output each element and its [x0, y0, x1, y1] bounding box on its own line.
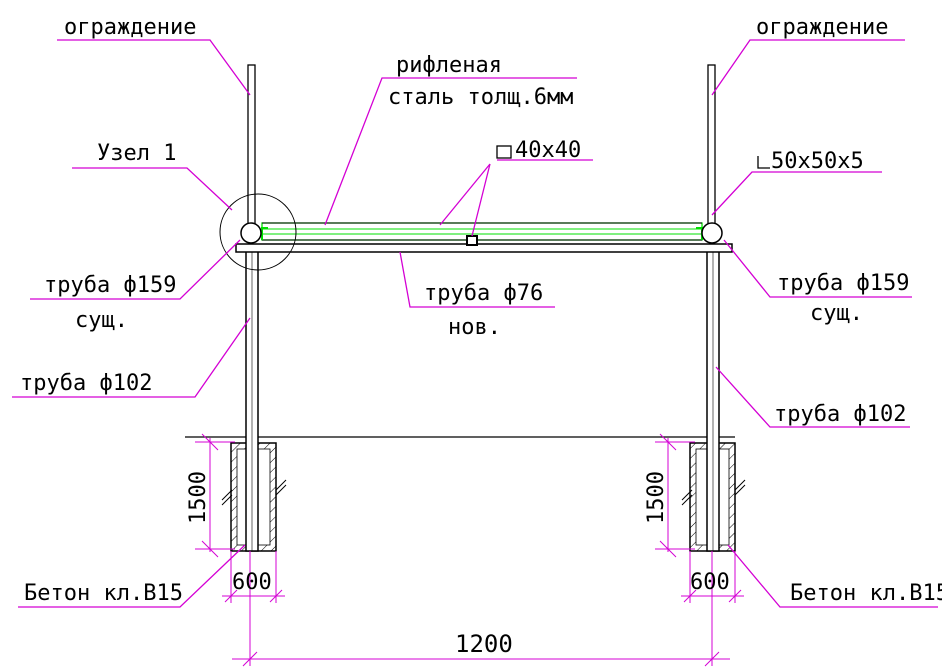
soil-ticks — [221, 479, 746, 506]
pipe-159-left — [240, 222, 262, 244]
leaders — [12, 39, 938, 608]
square-symbol-icon — [496, 145, 512, 159]
label-concrete-right: Бетон кл.В15 — [790, 581, 942, 606]
label-pipe159-left: труба ф159 — [44, 273, 176, 298]
node-1-circle — [219, 193, 297, 271]
label-pipe159-right: труба ф159 — [777, 271, 909, 296]
angle-left — [261, 227, 268, 240]
post-right — [706, 247, 720, 552]
label-pipe102-right: труба ф102 — [774, 402, 906, 427]
pipe-76-beam — [235, 243, 733, 253]
label-pipe159-right-sub: сущ. — [810, 301, 863, 326]
corrugated-plate — [261, 222, 703, 241]
label-span: 1200 — [455, 630, 513, 658]
label-plate-line2: сталь толщ.6мм — [388, 85, 573, 110]
label-fence-left: ограждение — [64, 15, 196, 40]
angle-symbol-icon — [757, 156, 770, 169]
label-dim-width-left: 600 — [232, 570, 272, 595]
label-square-profile: 40x40 — [515, 138, 581, 163]
post-left — [245, 247, 259, 552]
fence-post-left — [247, 64, 256, 226]
label-fence-right: ограждение — [756, 15, 888, 40]
label-plate-line1: рифленая — [396, 53, 502, 78]
label-pipe76-sub: нов. — [448, 315, 501, 340]
label-angle: 50x50x5 — [771, 149, 864, 174]
label-concrete-left: Бетон кл.В15 — [24, 581, 183, 606]
label-node: Узел 1 — [97, 141, 176, 166]
label-dim-width-right: 600 — [690, 570, 730, 595]
label-pipe159-left-sub: сущ. — [75, 308, 128, 333]
label-pipe76: труба ф76 — [424, 281, 543, 306]
fence-post-right — [707, 64, 716, 226]
dimension-lines — [195, 433, 744, 667]
square-profile — [466, 235, 478, 246]
label-dim-height-left: 1500 — [186, 471, 211, 524]
pipe-159-right — [701, 222, 723, 244]
label-pipe102-left: труба ф102 — [20, 371, 152, 396]
label-dim-height-right: 1500 — [644, 471, 669, 524]
